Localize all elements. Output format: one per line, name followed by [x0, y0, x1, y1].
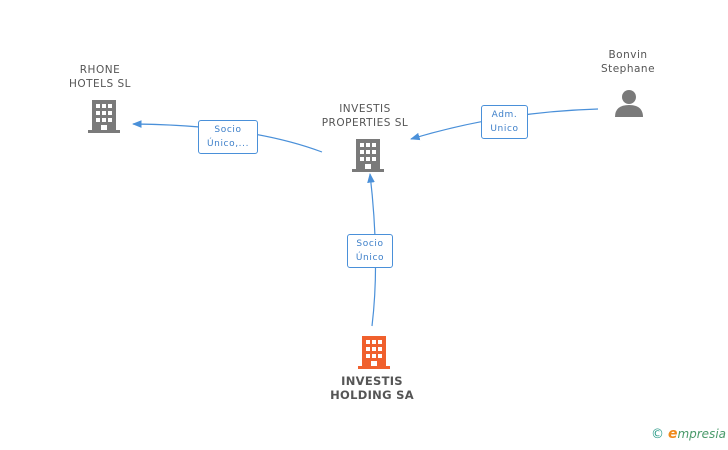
edge-label-adm-unico[interactable]: Adm. Unico [481, 105, 528, 139]
edge-label-socio-unico-holding[interactable]: Socio Único [347, 234, 393, 268]
bonvin-stephane-label[interactable]: Bonvin Stephane [586, 48, 670, 76]
copyright-symbol: © [650, 427, 664, 442]
edge-label-socio-unico-rhone[interactable]: Socio Único,... [198, 120, 258, 154]
edge-label-line2: Unico [490, 124, 519, 134]
edge-label-line1: Socio [214, 125, 242, 135]
bonvin-stephane-label-line1: Bonvin [608, 49, 648, 61]
building-icon[interactable] [352, 137, 384, 173]
brand-initial: e [667, 426, 678, 442]
empresia-logo: ©empresia [651, 426, 726, 442]
investis-properties-label-line2: PROPERTIES SL [321, 117, 409, 129]
edge-label-line1: Adm. [491, 110, 518, 120]
edge-label-line1: Socio [356, 239, 384, 249]
edge-label-line2: Único,... [206, 139, 250, 149]
edge-label-line2: Único [355, 253, 385, 263]
investis-holding-label-line2: HOLDING SA [330, 388, 414, 402]
investis-holding-label[interactable]: INVESTIS HOLDING SA [316, 374, 428, 402]
building-icon[interactable] [88, 98, 120, 134]
person-icon[interactable] [614, 88, 644, 118]
investis-holding-label-line1: INVESTIS [341, 374, 403, 388]
bonvin-stephane-label-line2: Stephane [600, 63, 656, 75]
rhone-hotels-label[interactable]: RHONE HOTELS SL [52, 63, 148, 91]
brand-name: mpresia [677, 427, 726, 441]
rhone-hotels-label-line1: RHONE [79, 64, 121, 76]
building-icon-highlighted[interactable] [358, 334, 390, 370]
rhone-hotels-label-line2: HOTELS SL [68, 78, 132, 90]
investis-properties-label-line1: INVESTIS [339, 103, 391, 115]
investis-properties-label[interactable]: INVESTIS PROPERTIES SL [310, 102, 420, 130]
